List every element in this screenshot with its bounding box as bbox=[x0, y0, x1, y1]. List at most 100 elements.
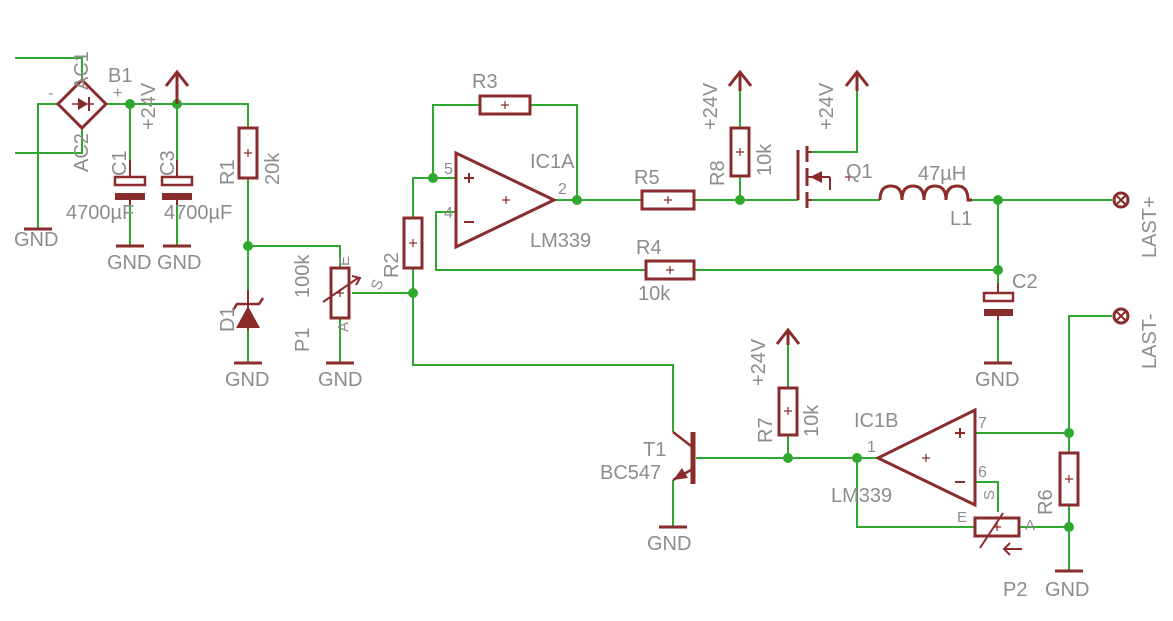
label-gnd-7: GND bbox=[647, 533, 691, 555]
label-gnd-5: GND bbox=[318, 369, 362, 391]
label-d1: D1 bbox=[217, 306, 239, 332]
label-p1-s: S bbox=[368, 277, 387, 292]
label-p1-e: E bbox=[336, 256, 353, 266]
label-supply-2: +24V bbox=[700, 82, 722, 130]
label-ic1a-part: LM339 bbox=[530, 230, 591, 252]
label-r1: R1 bbox=[217, 159, 239, 185]
label-ac2: AC2 bbox=[71, 133, 93, 172]
label-supply-1: +24V bbox=[138, 82, 160, 130]
label-gnd-2: GND bbox=[107, 252, 151, 274]
label-q1: Q1 bbox=[846, 161, 873, 183]
label-r1-value: 20k bbox=[262, 152, 284, 185]
label-gnd-8: GND bbox=[1045, 579, 1089, 601]
terminal-last-plus bbox=[1112, 191, 1130, 209]
label-c1-value: 4700µF bbox=[66, 202, 134, 224]
junction bbox=[428, 173, 438, 183]
label-gnd-3: GND bbox=[157, 252, 201, 274]
label-ic1b: IC1B bbox=[854, 410, 898, 432]
wire-last-minus bbox=[1068, 315, 1112, 433]
junction bbox=[1064, 428, 1074, 438]
ground-symbols bbox=[24, 227, 1083, 573]
wire-r3-loop bbox=[432, 104, 480, 178]
wire-ac1 bbox=[15, 57, 83, 78]
label-p1: P1 bbox=[292, 328, 314, 352]
wire-ic1b-in bbox=[856, 458, 975, 528]
label-ac1: AC1 bbox=[71, 51, 93, 90]
junction bbox=[1064, 522, 1074, 532]
label-r8: R8 bbox=[707, 160, 729, 186]
wire-node-p1 bbox=[248, 245, 341, 268]
junction bbox=[993, 195, 1003, 205]
resistor-r6 bbox=[1058, 451, 1080, 507]
label-supply-4: +24V bbox=[748, 338, 770, 386]
junction bbox=[125, 99, 135, 109]
wire-bridge-minus bbox=[37, 103, 57, 228]
inductor-l1 bbox=[878, 184, 972, 202]
capacitor-c3 bbox=[160, 160, 194, 206]
label-p2-s: S bbox=[981, 490, 998, 500]
wire-r2-top bbox=[412, 177, 456, 218]
label-gnd-6: GND bbox=[975, 369, 1019, 391]
supply-arrow-icon bbox=[844, 69, 870, 91]
supply-arrow-icon bbox=[727, 69, 753, 91]
label-c2: C2 bbox=[1012, 271, 1038, 293]
label-r2: R2 bbox=[381, 252, 403, 278]
labels: B1 AC1 AC2 - + +24V GND C1 4700µF C3 470… bbox=[14, 51, 1161, 601]
label-pin5: 5 bbox=[444, 161, 453, 178]
resistor-r4 bbox=[644, 259, 696, 281]
label-c3-value: 4700µF bbox=[164, 202, 232, 224]
label-l1: L1 bbox=[950, 208, 972, 230]
label-gnd-4: GND bbox=[225, 369, 269, 391]
wire-r2 bbox=[412, 268, 674, 432]
resistor-r3 bbox=[478, 94, 532, 116]
label-r4-value: 10k bbox=[638, 283, 671, 305]
resistor-r1 bbox=[237, 126, 259, 180]
label-pin1: 1 bbox=[867, 439, 876, 456]
label-r5: R5 bbox=[634, 167, 660, 189]
label-c1: C1 bbox=[109, 150, 131, 176]
resistor-r7 bbox=[777, 386, 799, 437]
label-t1: T1 bbox=[643, 439, 666, 461]
label-p1-value: 100k bbox=[292, 254, 314, 298]
opamp-ic1a bbox=[454, 150, 558, 250]
junction bbox=[735, 195, 745, 205]
label-pin7: 7 bbox=[978, 415, 987, 432]
wire-feedback-r4 bbox=[435, 211, 646, 271]
wire-ic1b-minus bbox=[975, 481, 999, 512]
terminal-last-minus bbox=[1112, 307, 1130, 325]
label-pin4: 4 bbox=[444, 205, 453, 222]
label-r8-value: 10k bbox=[754, 143, 776, 176]
label-bridge-plus: + bbox=[113, 85, 122, 102]
junction bbox=[783, 453, 793, 463]
label-p1-a: A bbox=[335, 322, 352, 332]
label-r7: R7 bbox=[755, 417, 777, 443]
junction bbox=[243, 241, 253, 251]
supply-symbols bbox=[164, 69, 870, 345]
mosfet-q1 bbox=[796, 146, 853, 208]
wire-r3-right bbox=[530, 104, 578, 200]
transistor-t1 bbox=[672, 431, 696, 484]
resistor-r5 bbox=[640, 189, 696, 211]
label-p2: P2 bbox=[1003, 579, 1027, 601]
label-b1: B1 bbox=[108, 65, 132, 87]
wire-bridge-plus-rail bbox=[107, 103, 249, 128]
bridge-rectifier-b1 bbox=[55, 77, 109, 131]
opamp-ic1b bbox=[874, 407, 977, 508]
potentiometer-p1 bbox=[322, 266, 362, 320]
label-p2-e: E bbox=[957, 509, 967, 526]
label-pin2: 2 bbox=[558, 181, 567, 198]
label-c3: C3 bbox=[157, 150, 179, 176]
junctions bbox=[125, 99, 1074, 532]
label-last-minus: LAST- bbox=[1139, 313, 1161, 369]
capacitor-c1 bbox=[113, 160, 147, 206]
label-p2-a: A bbox=[1025, 517, 1035, 534]
capacitor-c2 bbox=[982, 283, 1015, 320]
label-bridge-minus: - bbox=[48, 85, 53, 102]
label-pin6: 6 bbox=[978, 464, 987, 481]
label-gnd-1: GND bbox=[14, 229, 58, 251]
label-t1-part: BC547 bbox=[600, 462, 661, 484]
zener-diode-d1 bbox=[231, 290, 265, 330]
label-ic1b-part: LM339 bbox=[831, 485, 892, 507]
junction bbox=[852, 453, 862, 463]
wire-ic1b-plus bbox=[975, 432, 1070, 453]
